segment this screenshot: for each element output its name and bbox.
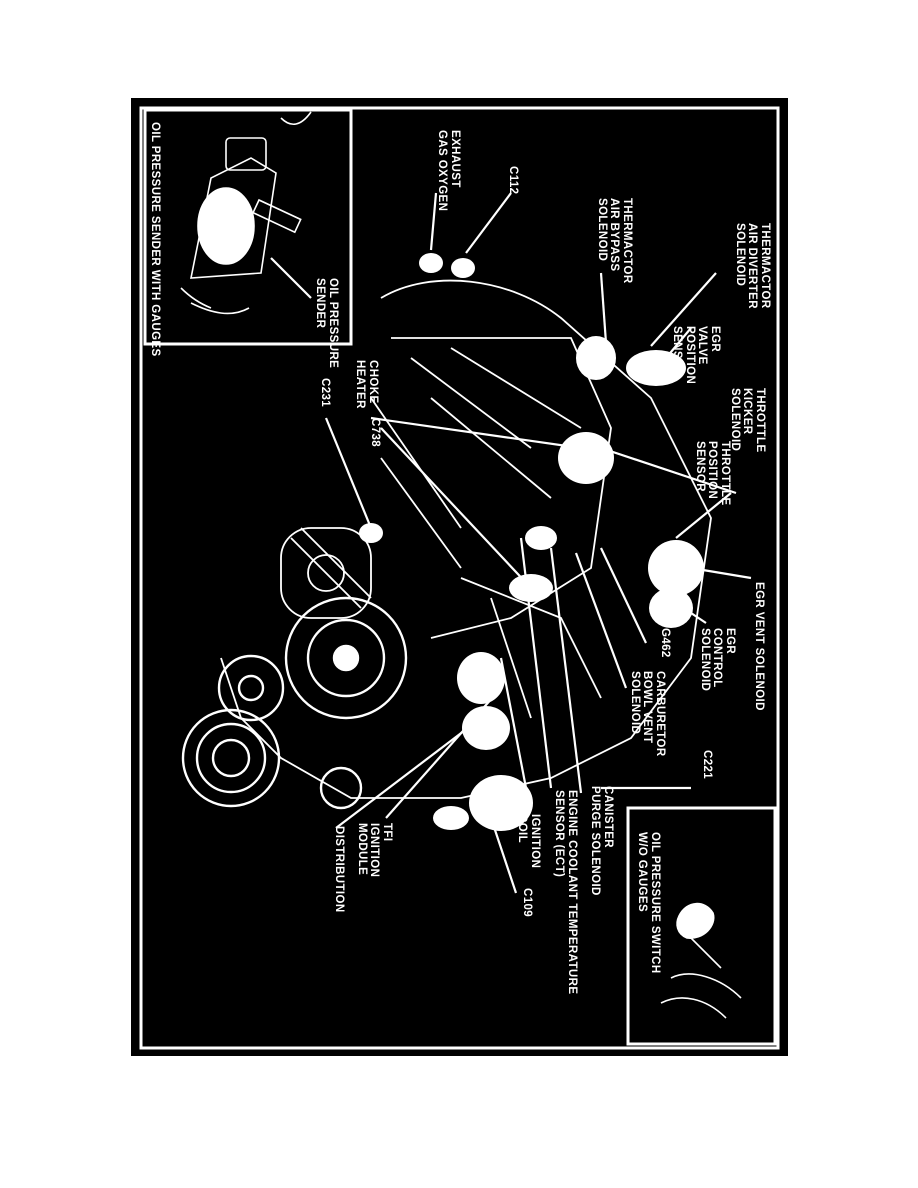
engine-illustration (139, 106, 780, 1050)
label-c738: C738 (369, 418, 381, 448)
label-engine-coolant-temp: ENGINE COOLANT TEMPERATURE SENSOR (ECT) (553, 790, 579, 995)
label-tfi-module: TFI IGNITION MODULE (356, 823, 393, 878)
label-c112: C112 (507, 166, 519, 195)
label-distribution: DISTRIBUTION (333, 826, 345, 913)
label-oil-pressure-sender: OIL PRESSURE SENDER (314, 278, 340, 369)
switch-inset-caption: OIL PRESSURE SWITCH W/O GAUGES (636, 832, 662, 974)
label-c231: C231 (319, 378, 331, 408)
leader-lines (270, 192, 752, 894)
component-blobs (359, 253, 704, 831)
oil-pressure-sender-drawing (180, 111, 312, 315)
label-throttle-kicker: THROTTLE KICKER SOLENOID (729, 388, 766, 453)
label-egr-vent: EGR VENT SOLENOID (753, 582, 765, 711)
label-thermactor-air-diverter: THERMACTOR AIR DIVERTER SOLENOID (734, 223, 771, 309)
switch-inset-frame (626, 806, 777, 1046)
label-ignition-coil: IGNITION COIL (516, 814, 542, 869)
label-thermactor-air-bypass: THERMACTOR AIR BYPASS SOLENOID (596, 198, 633, 284)
label-choke-heater: CHOKE HEATER (354, 360, 380, 409)
label-exhaust-gas-oxygen: EXHAUST GAS OXYGEN (436, 130, 462, 212)
label-c109: C109 (521, 888, 533, 918)
label-egr-valve-position: EGR VALVE POSITION SENSOR (671, 326, 722, 385)
label-throttle-position: THROTTLE POSITION SENSOR (694, 441, 731, 506)
label-carburetor-bowl-vent: CARBURETOR BOWL VENT SOLENOID (629, 671, 666, 757)
sender-inset-frame (143, 108, 353, 346)
label-g462: G462 (659, 628, 671, 658)
label-canister-purge: CANISTER PURGE SOLENOID (589, 786, 615, 896)
outer-frame (139, 106, 780, 1050)
oil-pressure-switch-drawing (660, 902, 742, 1019)
alternator (280, 527, 372, 619)
pulley-assembly (181, 596, 408, 810)
label-egr-control: EGR CONTROL SOLENOID (699, 628, 736, 692)
diagram-plate: OIL PRESSURE SENDER WITH GAUGES OIL PRES… (131, 98, 788, 1056)
label-c221: C221 (701, 750, 713, 780)
sender-inset-caption: OIL PRESSURE SENDER WITH GAUGES (149, 122, 161, 357)
